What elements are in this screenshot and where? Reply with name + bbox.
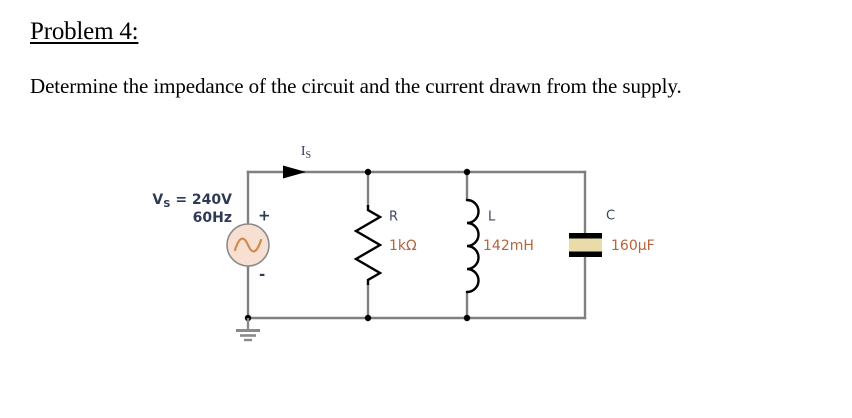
- source-frequency-label: 60Hz: [193, 210, 232, 226]
- node-dot: [463, 168, 471, 176]
- current-label-sub: S: [306, 150, 312, 161]
- source-voltage-label: VS = 240V: [152, 192, 232, 210]
- current-label-prefix: I: [301, 144, 306, 159]
- resistor-name-label: R: [389, 210, 398, 225]
- inductor-name-label: L: [488, 210, 496, 225]
- source-v-sub: S: [163, 199, 170, 210]
- polarity-minus: -: [259, 266, 265, 284]
- capacitor-icon: [569, 233, 602, 257]
- page-title: Problem 4:: [30, 18, 139, 45]
- node-dot: [364, 168, 372, 176]
- current-arrow-icon: [283, 165, 306, 179]
- polarity-plus: +: [258, 207, 271, 225]
- current-label: IS: [301, 144, 311, 161]
- node-dot: [364, 314, 372, 322]
- problem-statement: Determine the impedance of the circuit a…: [30, 74, 682, 98]
- capacitor-name-label: C: [606, 209, 615, 224]
- resistor-icon: [353, 205, 383, 285]
- source-v-prefix: V: [152, 192, 163, 208]
- inductor-icon: [465, 198, 480, 294]
- junction-dots: [244, 168, 471, 322]
- inductor-value-label: 142mH: [483, 238, 534, 254]
- source-v-rest: = 240V: [170, 192, 232, 208]
- circuit-diagram: IS + - VS = 240V 60Hz R 1kΩ L 142mH C 16…: [0, 130, 852, 380]
- capacitor-value-label: 160µF: [611, 238, 655, 254]
- resistor-value-label: 1kΩ: [389, 238, 417, 254]
- ac-voltage-source-icon: [226, 223, 270, 267]
- ground-icon: [236, 318, 260, 342]
- node-dot: [463, 314, 471, 322]
